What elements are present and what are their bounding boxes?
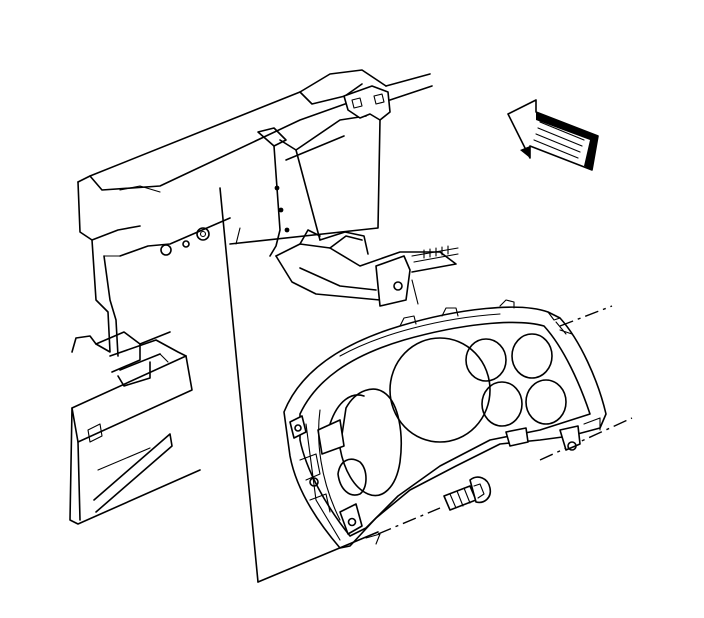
forward-direction-arrow bbox=[507, 99, 599, 171]
cluster-bolt bbox=[443, 476, 492, 511]
instrument-panel-cluster bbox=[283, 299, 607, 549]
alignment-lines bbox=[219, 119, 633, 583]
instrument-panel-carrier bbox=[69, 69, 459, 525]
